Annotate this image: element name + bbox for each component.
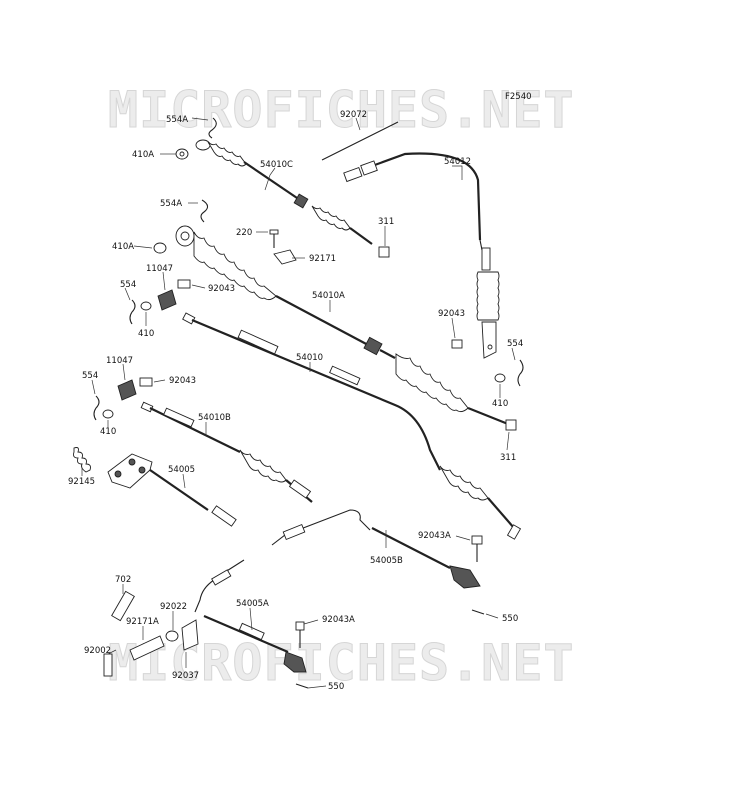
callout-54005a: 54005A — [236, 599, 269, 609]
callout-92072: 92072 — [340, 110, 367, 120]
callout-554a: 554A — [160, 199, 182, 209]
callout-54010c: 54010C — [260, 160, 293, 170]
boot-11047-a — [157, 289, 177, 311]
cable-54010c — [195, 139, 390, 258]
callout-410a-top: 410A — [132, 150, 154, 160]
bracket-92037 — [181, 619, 199, 651]
callout-54010: 54010 — [296, 353, 323, 363]
callout-311: 311 — [500, 453, 516, 463]
pin-92043a-b — [295, 621, 305, 631]
callout-92022: 92022 — [160, 602, 187, 612]
spring-92145 — [73, 447, 91, 473]
bracket-92171 — [273, 249, 297, 265]
callout-410-b: 410 — [492, 399, 508, 409]
callout-54005b: 54005B — [370, 556, 403, 566]
washer-410-b — [494, 373, 506, 383]
washer-410a — [153, 242, 167, 254]
cable-54010b — [140, 401, 313, 503]
washer-92022 — [165, 630, 179, 642]
callout-410a: 410A — [112, 242, 134, 252]
callout-554-c: 554 — [82, 371, 98, 381]
pin-92043a-a — [471, 535, 483, 545]
pin-92043-a — [177, 279, 191, 289]
cable-54005a — [194, 559, 307, 673]
cotter-pin-554-b — [517, 359, 524, 387]
cotter-pin-554a-top — [208, 117, 217, 139]
callout-11047-a: 11047 — [146, 264, 173, 274]
callout-92145: 92145 — [68, 477, 95, 487]
figure-code: F2540 — [505, 92, 532, 102]
clip-550-a — [471, 609, 485, 615]
callout-92002: 92002 — [84, 646, 111, 656]
bracket-92171a — [129, 635, 165, 661]
callout-92171: 92171 — [309, 254, 336, 264]
callout-54005: 54005 — [168, 465, 195, 475]
bolt-92002 — [103, 653, 113, 677]
bolt-220 — [269, 229, 279, 235]
callout-410-c: 410 — [100, 427, 116, 437]
rod-92072 — [321, 121, 399, 161]
cable-54005b — [271, 509, 481, 589]
cotter-pin-554a — [200, 199, 209, 223]
callout-92043a-a: 92043A — [418, 531, 451, 541]
clip-550-b — [295, 683, 309, 689]
callout-54012: 54012 — [444, 157, 471, 167]
callout-410-a: 410 — [138, 329, 154, 339]
cable-54005 — [107, 453, 237, 527]
cable-54012 — [343, 152, 500, 359]
callout-92043-c: 92043 — [169, 376, 196, 386]
callout-554-a: 554 — [120, 280, 136, 290]
washer-410-a — [140, 301, 152, 311]
callout-550-a: 550 — [502, 614, 518, 624]
callout-702: 702 — [115, 575, 131, 585]
callout-554a-top: 554A — [166, 115, 188, 125]
callout-311-top: 311 — [378, 217, 394, 227]
callout-92043-a: 92043 — [208, 284, 235, 294]
leader-lines — [81, 117, 516, 689]
callout-554-b: 554 — [507, 339, 523, 349]
small-parts — [73, 117, 524, 689]
boot-11047-b — [117, 379, 137, 401]
callout-550-b: 550 — [328, 682, 344, 692]
callout-92043-b: 92043 — [438, 309, 465, 319]
callout-92171a: 92171A — [126, 617, 159, 627]
washer-410-c — [102, 409, 114, 419]
watermark-top: MICROFICHES.NET — [108, 81, 575, 139]
callout-220: 220 — [236, 228, 252, 238]
callout-54010a: 54010A — [312, 291, 345, 301]
pin-92043-c — [139, 377, 153, 387]
callout-11047-b: 11047 — [106, 356, 133, 366]
pin-92043-b — [451, 339, 463, 349]
cable-54010 — [182, 312, 522, 540]
callout-54010b: 54010B — [198, 413, 231, 423]
callout-92037: 92037 — [172, 671, 199, 681]
cable-54010a — [175, 225, 517, 431]
sleeve-702 — [111, 590, 135, 622]
callout-labels: 554A 92072 410A 54010C 54012 554A 220 31… — [68, 110, 523, 692]
callout-92043a-b: 92043A — [322, 615, 355, 625]
cotter-pin-554-c — [93, 395, 100, 421]
cotter-pin-554-a — [129, 299, 136, 325]
